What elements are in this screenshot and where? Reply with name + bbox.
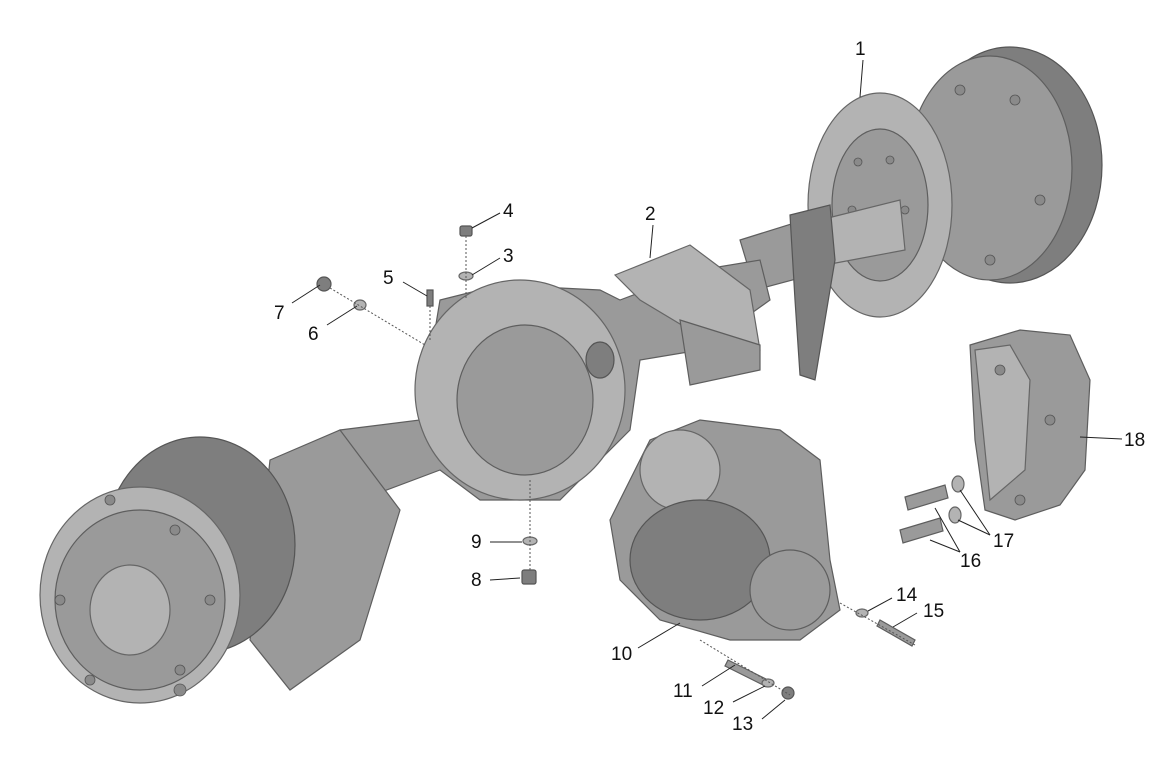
callout-7: 7 — [274, 303, 285, 324]
callout-11: 11 — [673, 681, 693, 702]
callout-8: 8 — [471, 570, 482, 591]
callout-6: 6 — [308, 324, 319, 345]
right-wheel-hub — [807, 46, 1103, 318]
callout-13: 13 — [732, 714, 753, 735]
left-wheel-hub — [39, 429, 401, 704]
brake-caliper — [969, 329, 1091, 521]
callout-1: 1 — [855, 39, 866, 60]
callout-3: 3 — [503, 246, 514, 267]
callout-15: 15 — [923, 601, 944, 622]
callout-4: 4 — [503, 201, 514, 222]
callout-12: 12 — [703, 698, 724, 719]
callout-18: 18 — [1124, 430, 1145, 451]
callout-5: 5 — [383, 268, 394, 289]
callout-2: 2 — [645, 204, 656, 225]
hardware-parts — [316, 225, 965, 700]
leader-lines — [291, 59, 1123, 720]
callout-10: 10 — [611, 644, 632, 665]
callout-16: 16 — [960, 551, 981, 572]
callout-labels: 1 2 3 4 5 6 7 8 9 10 11 12 13 14 15 16 1… — [274, 39, 1145, 735]
callout-17: 17 — [993, 531, 1014, 552]
differential-carrier — [609, 419, 841, 641]
axle-housing — [269, 259, 771, 521]
callout-9: 9 — [471, 532, 482, 553]
callout-14: 14 — [896, 585, 918, 606]
spring-seat — [613, 244, 761, 386]
